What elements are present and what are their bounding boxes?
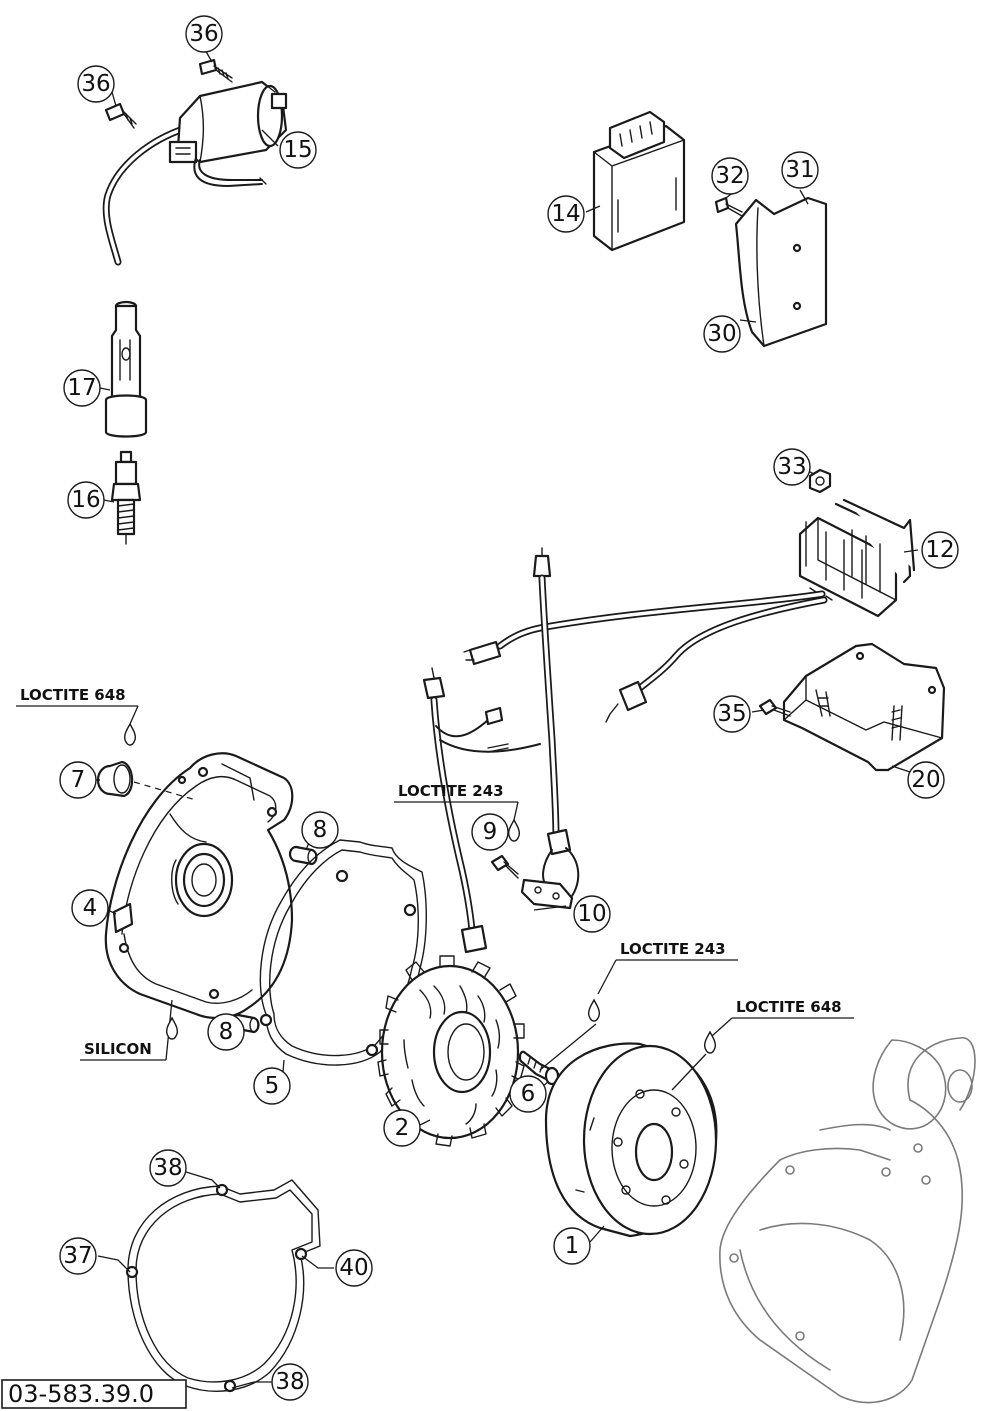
callout-40: 40 (335, 1249, 373, 1287)
coil-screw-upper (198, 58, 233, 83)
callout-15: 15 (279, 131, 317, 169)
holder-screw (714, 196, 743, 217)
svg-text:LOCTITE 648: LOCTITE 648 (736, 998, 842, 1016)
svg-text:1: 1 (565, 1233, 580, 1259)
svg-text:LOCTITE 648: LOCTITE 648 (20, 686, 126, 704)
svg-text:8: 8 (313, 817, 328, 843)
callout-10: 10 (573, 895, 611, 933)
svg-text:6: 6 (521, 1081, 536, 1107)
callout-38-top: 38 (149, 1149, 187, 1187)
leader-lines (96, 47, 919, 1389)
coil-screw-lower (104, 102, 137, 129)
callout-33: 33 (773, 448, 811, 486)
callout-7: 7 (59, 761, 97, 799)
regulator-cable (463, 590, 828, 723)
stator-wiring (422, 667, 541, 954)
callout-12: 12 (921, 531, 959, 569)
callout-31: 31 (781, 151, 819, 189)
svg-text:4: 4 (83, 895, 98, 921)
voltage-regulator (798, 498, 916, 618)
callout-16: 16 (67, 481, 105, 519)
callout-8-upper: 8 (301, 811, 339, 849)
flywheel-rotor (544, 1042, 718, 1238)
callout-6: 6 (509, 1075, 547, 1113)
callout-8-lower: 8 (207, 1013, 245, 1051)
svg-text:37: 37 (63, 1243, 92, 1269)
regulator-bracket (782, 642, 946, 772)
svg-text:15: 15 (283, 137, 312, 163)
diagram-reference-code: 03-583.39.0 (1, 1379, 187, 1409)
callout-36-top: 36 (185, 15, 223, 53)
ignition-cover (104, 752, 294, 1020)
callout-1: 1 (553, 1227, 591, 1265)
svg-text:10: 10 (577, 901, 606, 927)
cdi-holder-bracket (734, 196, 828, 348)
svg-text:36: 36 (81, 71, 110, 97)
svg-text:17: 17 (67, 375, 96, 401)
svg-text:12: 12 (925, 537, 954, 563)
svg-text:SILICON: SILICON (84, 1040, 152, 1058)
dowel-pin-upper (288, 845, 318, 866)
svg-text:38: 38 (153, 1155, 182, 1181)
callout-37: 37 (59, 1237, 97, 1275)
callout-35: 35 (713, 695, 751, 733)
spark-plug (110, 450, 142, 545)
crankcase-outline (719, 1037, 976, 1404)
spark-plug-cap (104, 300, 148, 438)
svg-text:32: 32 (715, 163, 744, 189)
svg-text:16: 16 (71, 487, 100, 513)
svg-text:7: 7 (71, 767, 86, 793)
svg-text:36: 36 (189, 21, 218, 47)
stator (377, 955, 525, 1147)
svg-text:30: 30 (707, 321, 736, 347)
callout-17: 17 (63, 369, 101, 407)
callout-4: 4 (71, 889, 109, 927)
svg-text:38: 38 (275, 1369, 304, 1395)
pickup-sensor (520, 878, 574, 910)
pickup-wiring (532, 547, 580, 897)
svg-text:20: 20 (911, 767, 940, 793)
svg-text:35: 35 (717, 701, 746, 727)
lower-gasket (125, 1179, 321, 1393)
callout-14: 14 (547, 195, 585, 233)
svg-text:40: 40 (339, 1255, 368, 1281)
cover-gasket (259, 839, 427, 1066)
cover-plug (96, 760, 134, 798)
note-loctite-648-right: LOCTITE 648 (703, 998, 854, 1054)
callout-20: 20 (907, 761, 945, 799)
svg-text:2: 2 (395, 1115, 410, 1141)
note-silicon: SILICON (80, 999, 179, 1061)
callout-36-left: 36 (77, 65, 115, 103)
svg-text:5: 5 (265, 1073, 280, 1099)
callout-32: 32 (711, 157, 749, 195)
callout-9: 9 (471, 813, 509, 851)
svg-text:33: 33 (777, 454, 806, 480)
svg-text:31: 31 (785, 157, 814, 183)
svg-text:LOCTITE 243: LOCTITE 243 (398, 782, 504, 800)
svg-text:03-583.39.0: 03-583.39.0 (8, 1380, 154, 1408)
note-loctite-243-right: LOCTITE 243 (587, 940, 738, 1022)
callout-5: 5 (253, 1067, 291, 1105)
note-loctite-648-left: LOCTITE 648 (16, 686, 139, 746)
svg-text:14: 14 (551, 201, 580, 227)
callout-2: 2 (383, 1109, 421, 1147)
flywheel-nut (518, 1050, 561, 1086)
pickup-screw (490, 854, 519, 879)
callout-38-bottom: 38 (271, 1363, 309, 1401)
ignition-coil (102, 80, 288, 266)
regulator-nut (808, 468, 832, 494)
cdi-unit (592, 110, 686, 252)
svg-text:9: 9 (483, 819, 498, 845)
note-loctite-243-mid: LOCTITE 243 (394, 782, 521, 842)
svg-text:LOCTITE 243: LOCTITE 243 (620, 940, 726, 958)
svg-text:8: 8 (219, 1019, 234, 1045)
callout-30: 30 (703, 315, 741, 353)
